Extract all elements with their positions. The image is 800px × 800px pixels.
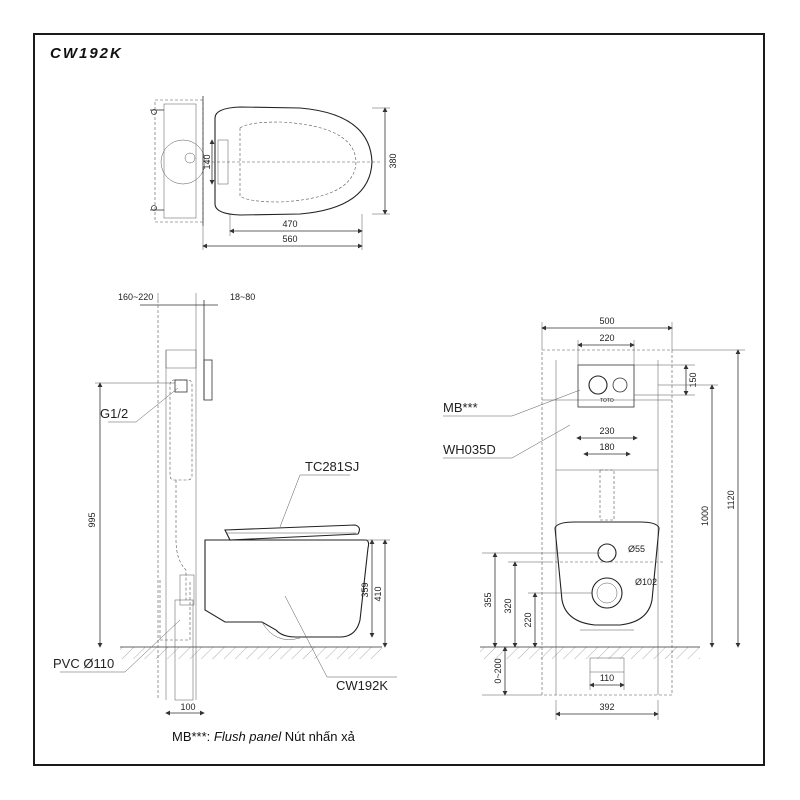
- top-view: 380 140 470 560: [150, 96, 398, 250]
- dim-220-height: 220: [523, 612, 533, 627]
- dim-1000: 1000: [700, 506, 710, 526]
- label-pvc: PVC Ø110: [53, 656, 114, 671]
- label-g12: G1/2: [100, 406, 128, 421]
- dim-410: 410: [373, 586, 383, 601]
- dim-110: 110: [600, 673, 614, 683]
- footnote-italic: Flush panel: [213, 729, 282, 744]
- dim-220-panel: 220: [599, 333, 614, 343]
- model-title: CW192K: [50, 45, 123, 62]
- side-view: 995 410 359 160~220 18~80 100 G1/2 TC281…: [53, 292, 397, 716]
- dim-500: 500: [599, 316, 614, 326]
- footnote: MB***: Flush panel Nút nhấn xả: [172, 729, 355, 744]
- label-wh035d: WH035D: [443, 442, 496, 457]
- dim-dia-55: Ø55: [628, 544, 645, 554]
- dim-995: 995: [87, 512, 97, 527]
- dim-380: 380: [388, 153, 398, 168]
- footnote-suffix: Nút nhấn xả: [281, 729, 355, 744]
- dim-160-220: 160~220: [118, 292, 153, 302]
- dim-180: 180: [599, 442, 614, 452]
- dim-355: 355: [483, 592, 493, 607]
- label-mb: MB***: [443, 400, 478, 415]
- dim-dia-102: Ø102: [635, 577, 657, 587]
- dim-150: 150: [688, 372, 698, 387]
- label-bowl: CW192K: [336, 678, 388, 693]
- dim-320: 320: [503, 598, 513, 613]
- dim-140: 140: [202, 154, 212, 169]
- dim-100: 100: [180, 702, 195, 712]
- dim-392: 392: [599, 702, 614, 712]
- dim-230: 230: [599, 426, 614, 436]
- dim-359: 359: [360, 582, 370, 597]
- dim-560: 560: [282, 234, 297, 244]
- dim-18-80: 18~80: [230, 292, 255, 302]
- dim-470: 470: [282, 219, 297, 229]
- label-seat: TC281SJ: [305, 459, 359, 474]
- drawing-border: [33, 33, 765, 766]
- dim-1120: 1120: [726, 490, 736, 509]
- footnote-prefix: MB***:: [172, 729, 214, 744]
- dim-0-200: 0~200: [493, 658, 503, 683]
- brand-mark: TOTO: [600, 398, 614, 404]
- front-view: TOTO 500 220 150 230 180 1120 1000 Ø55 Ø…: [443, 316, 745, 720]
